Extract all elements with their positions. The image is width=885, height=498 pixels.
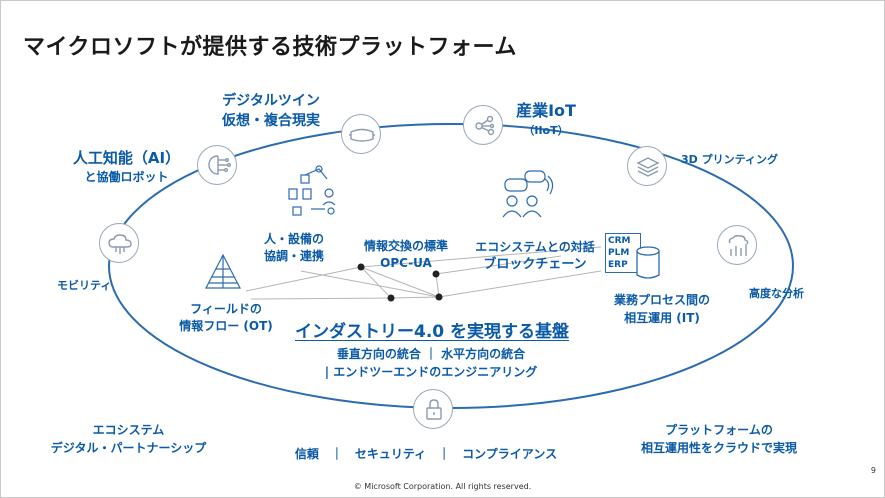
mobility-label: モビリティ [57, 279, 112, 292]
mobility-icon-circle [99, 223, 139, 263]
network-node [435, 293, 443, 301]
database-icon [636, 246, 660, 279]
ecosystem-line1: エコシステム [92, 423, 165, 437]
padlock-icon [426, 399, 442, 420]
cloud-icon [108, 234, 132, 254]
field-line2: 情報フロー (OT) [179, 319, 273, 333]
security-icon-circle [413, 389, 453, 429]
opcua-line1: 情報交換の標準 [363, 239, 448, 253]
platform-line2: 相互運用性をクラウドで実現 [640, 441, 797, 455]
opcua-line2: OPC-UA [380, 256, 432, 270]
analytics-label: 高度な分析 [749, 287, 804, 300]
layers-icon [636, 157, 660, 177]
robot-arm-icon [288, 165, 336, 216]
network-node [357, 263, 365, 271]
iiot-icon-circle [463, 105, 503, 145]
ecosystem-label: エコシステム デジタル・パートナーシップ [41, 421, 216, 457]
core-line1: 垂直方向の統合 ｜ 水平方向の統合 [336, 347, 526, 361]
core-line2: | エンドツーエンドのエンジニアリング [324, 365, 538, 379]
security-label: 信頼 ｜ セキュリティ ｜ コンプライアンス [294, 447, 558, 461]
digital-twin-label: デジタルツイン 仮想・複合現実 [211, 91, 331, 131]
ai-icon-circle [197, 145, 237, 185]
platform-line1: プラットフォームの [665, 423, 773, 437]
network-nodes-icon [475, 115, 495, 136]
ai-label-line1: 人工知能（AI） [72, 149, 181, 167]
core-title: インダストリー4.0 を実現する基盤 [295, 322, 570, 342]
eco-dialog-line2: ブロックチェーン [483, 257, 587, 272]
platform-label: プラットフォームの 相互運用性をクラウドで実現 [619, 421, 819, 457]
ai-label: 人工知能（AI） と協働ロボット [59, 149, 194, 187]
eco-dialog-line1: エコシステムとの対話 [475, 240, 595, 254]
ai-label-line2: と協働ロボット [84, 170, 169, 184]
business-label: 業務プロセス間の 相互運用 (IT) [597, 291, 727, 327]
iiot-line1: 産業IoT [516, 101, 576, 120]
eco-dialog-label: エコシステムとの対話 ブロックチェーン [465, 238, 605, 274]
digital-twin-icon-circle [341, 114, 381, 154]
field-label: フィールドの 情報フロー (OT) [171, 301, 281, 335]
opcua-label: 情報交換の標準 OPC-UA [351, 238, 461, 272]
business-line1: 業務プロセス間の [613, 293, 710, 307]
business-line2: 相互運用 (IT) [624, 311, 700, 325]
copyright-text: © Microsoft Corporation. All rights rese… [353, 482, 532, 491]
network-node [432, 270, 440, 278]
brain-circuit-icon [208, 155, 232, 175]
printing-icon-circle [627, 146, 667, 186]
people-label: 人・設備の 協調・連携 [249, 231, 339, 265]
app-label-erp: ERP [608, 260, 628, 270]
iiot-label: 産業IoT （IIoT） [506, 101, 586, 141]
network-node [387, 294, 395, 302]
digital-twin-line1: デジタルツイン [222, 93, 320, 109]
people-line2: 協調・連携 [263, 249, 324, 263]
people-line1: 人・設備の [263, 232, 324, 246]
vr-headset-icon [349, 128, 375, 142]
printing-label: 3D プリンティング [681, 153, 778, 166]
digital-twin-line2: 仮想・複合現実 [222, 113, 320, 129]
app-label-plm: PLM [608, 248, 630, 258]
chat-people-icon [502, 170, 554, 218]
network-lines [245, 246, 602, 300]
pyramid-icon [205, 253, 241, 289]
ecosystem-line2: デジタル・パートナーシップ [50, 441, 207, 455]
app-label-crm: CRM [608, 236, 631, 246]
analytics-chart-icon [728, 235, 749, 256]
field-line1: フィールドの [190, 302, 262, 316]
iiot-line2: （IIoT） [523, 124, 569, 137]
page-title: マイクロソフトが提供する技術プラットフォーム [23, 35, 517, 60]
page-number: 9 [870, 466, 876, 475]
analytics-icon-circle [717, 225, 757, 265]
core-detail: 垂直方向の統合 ｜ 水平方向の統合 | エンドツーエンドのエンジニアリング [301, 345, 561, 381]
